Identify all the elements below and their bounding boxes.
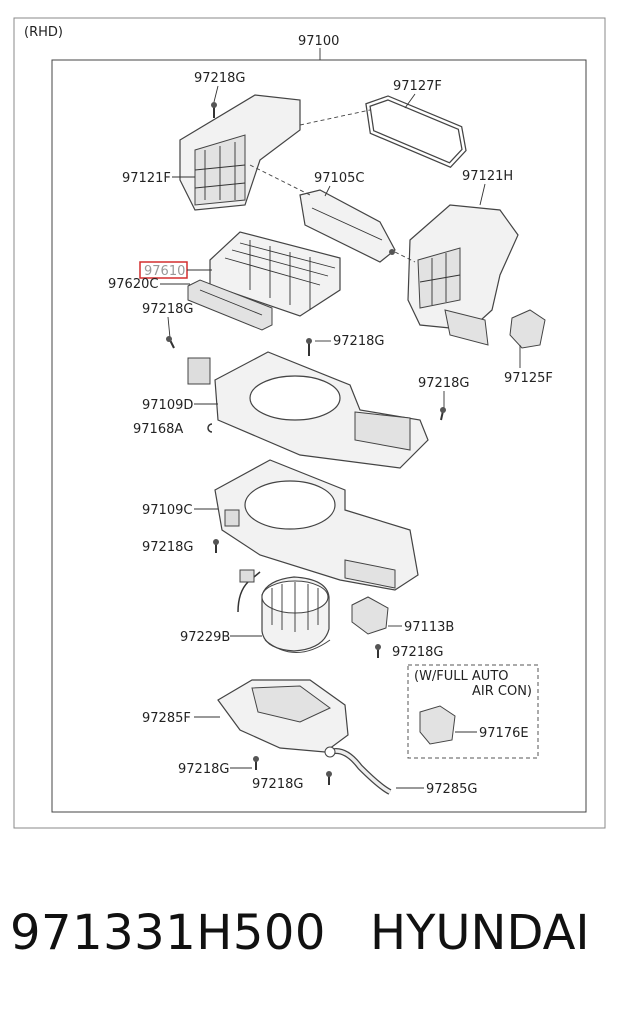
screw-icon [375, 644, 381, 658]
label-97218G-bottom-center: 97218G [252, 777, 303, 792]
label-97121H: 97121H [462, 169, 513, 184]
clip-icon [207, 423, 213, 433]
label-97285G: 97285G [426, 782, 477, 797]
cabin-air-filter [209, 231, 341, 317]
label-97218G-top: 97218G [194, 71, 245, 86]
label-97610: 97610 [144, 264, 185, 279]
lower-blower-case [214, 459, 419, 591]
label-97125F: 97125F [504, 371, 553, 386]
upper-blower-case [214, 351, 429, 469]
assembly-label: 97100 [298, 34, 339, 49]
blower-resistor [351, 596, 389, 635]
label-97285F: 97285F [142, 711, 191, 726]
label-97218G-right: 97218G [418, 376, 469, 391]
option-label-line1: (W/FULL AUTO [414, 669, 509, 684]
label-97168A: 97168A [133, 422, 183, 437]
option-label-line2: AIR CON) [472, 684, 532, 699]
option-box [407, 664, 539, 759]
screw-icon [211, 102, 217, 118]
screw-icon [213, 539, 219, 553]
intake-housing-right [407, 204, 519, 346]
intake-housing-left [179, 94, 301, 211]
screw-icon [326, 771, 332, 785]
drain-hose [324, 746, 392, 795]
caption: 971331H500 HYUNDAI [0, 905, 620, 975]
blower-motor [237, 569, 331, 653]
variant-label: (RHD) [24, 25, 63, 40]
label-97176E: 97176E [479, 726, 529, 741]
intake-door [299, 189, 396, 263]
auto-ac-resistor [419, 705, 456, 745]
screw-icon [440, 407, 446, 421]
label-97121F: 97121F [122, 171, 171, 186]
label-97105C: 97105C [314, 171, 364, 186]
intake-actuator [509, 309, 546, 368]
label-97229B: 97229B [180, 630, 230, 645]
screw-icon [253, 756, 259, 770]
label-97218G-resistor: 97218G [392, 645, 443, 660]
label-97218G-left: 97218G [142, 302, 193, 317]
filter-cover [187, 279, 273, 331]
label-97113B: 97113B [404, 620, 454, 635]
label-97218G-case: 97218G [142, 540, 193, 555]
label-97127F: 97127F [393, 79, 442, 94]
screw-icon [306, 338, 312, 356]
outer-frame [13, 17, 606, 829]
seal-ring [365, 95, 467, 168]
label-97109C: 97109C [142, 503, 192, 518]
connector-icon [187, 357, 211, 385]
part-number: 971331H500 [10, 905, 326, 961]
label-97109D: 97109D [142, 398, 193, 413]
brand-name: HYUNDAI [370, 905, 590, 961]
screw-icon [166, 336, 175, 349]
lower-cover [217, 679, 349, 753]
label-97218G-mid: 97218G [333, 334, 384, 349]
assembly-frame [51, 59, 587, 813]
label-97620C: 97620C [108, 277, 158, 292]
label-97218G-bottom-left: 97218G [178, 762, 229, 777]
